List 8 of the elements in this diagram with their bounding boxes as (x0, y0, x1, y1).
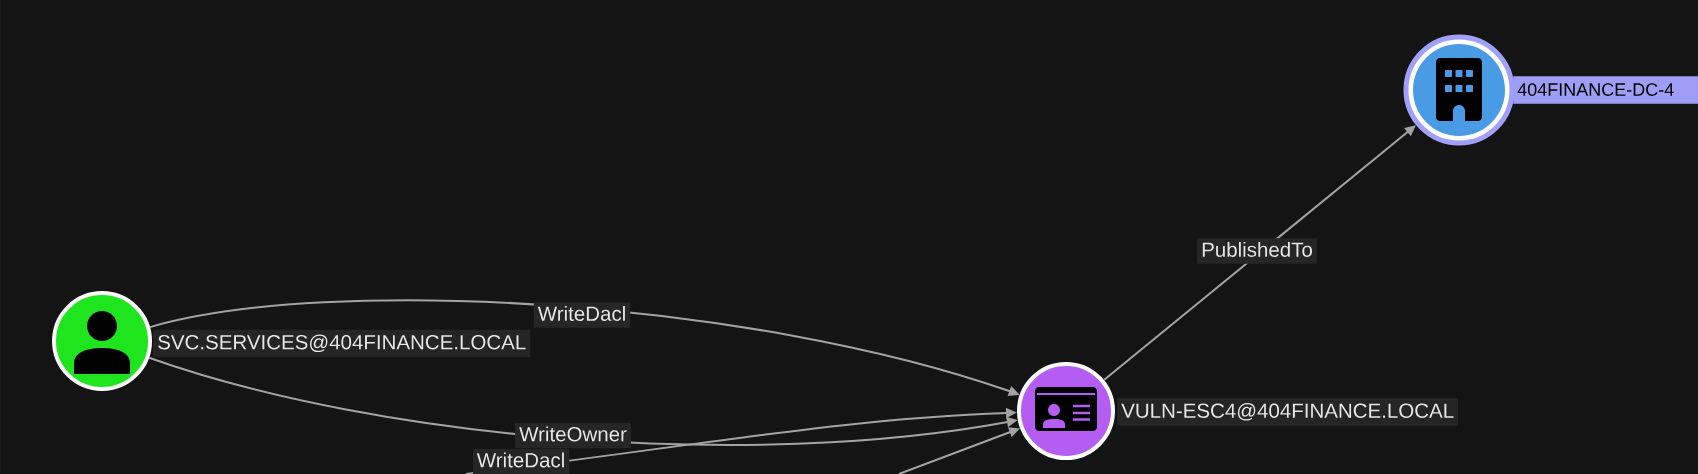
arrow (1102, 125, 1416, 381)
edge-label: PublishedTo (1197, 238, 1317, 264)
edge-label: WriteDacl (533, 302, 631, 328)
node-label: SVC.SERVICES@404FINANCE.LOCAL (153, 329, 531, 358)
node-label: 404FINANCE-DC-4 (1513, 76, 1698, 104)
node-label: VULN-ESC4@404FINANCE.LOCAL (1117, 398, 1459, 426)
edge-label: WriteOwner (515, 422, 631, 449)
edge-label: WriteDacl (472, 448, 570, 474)
